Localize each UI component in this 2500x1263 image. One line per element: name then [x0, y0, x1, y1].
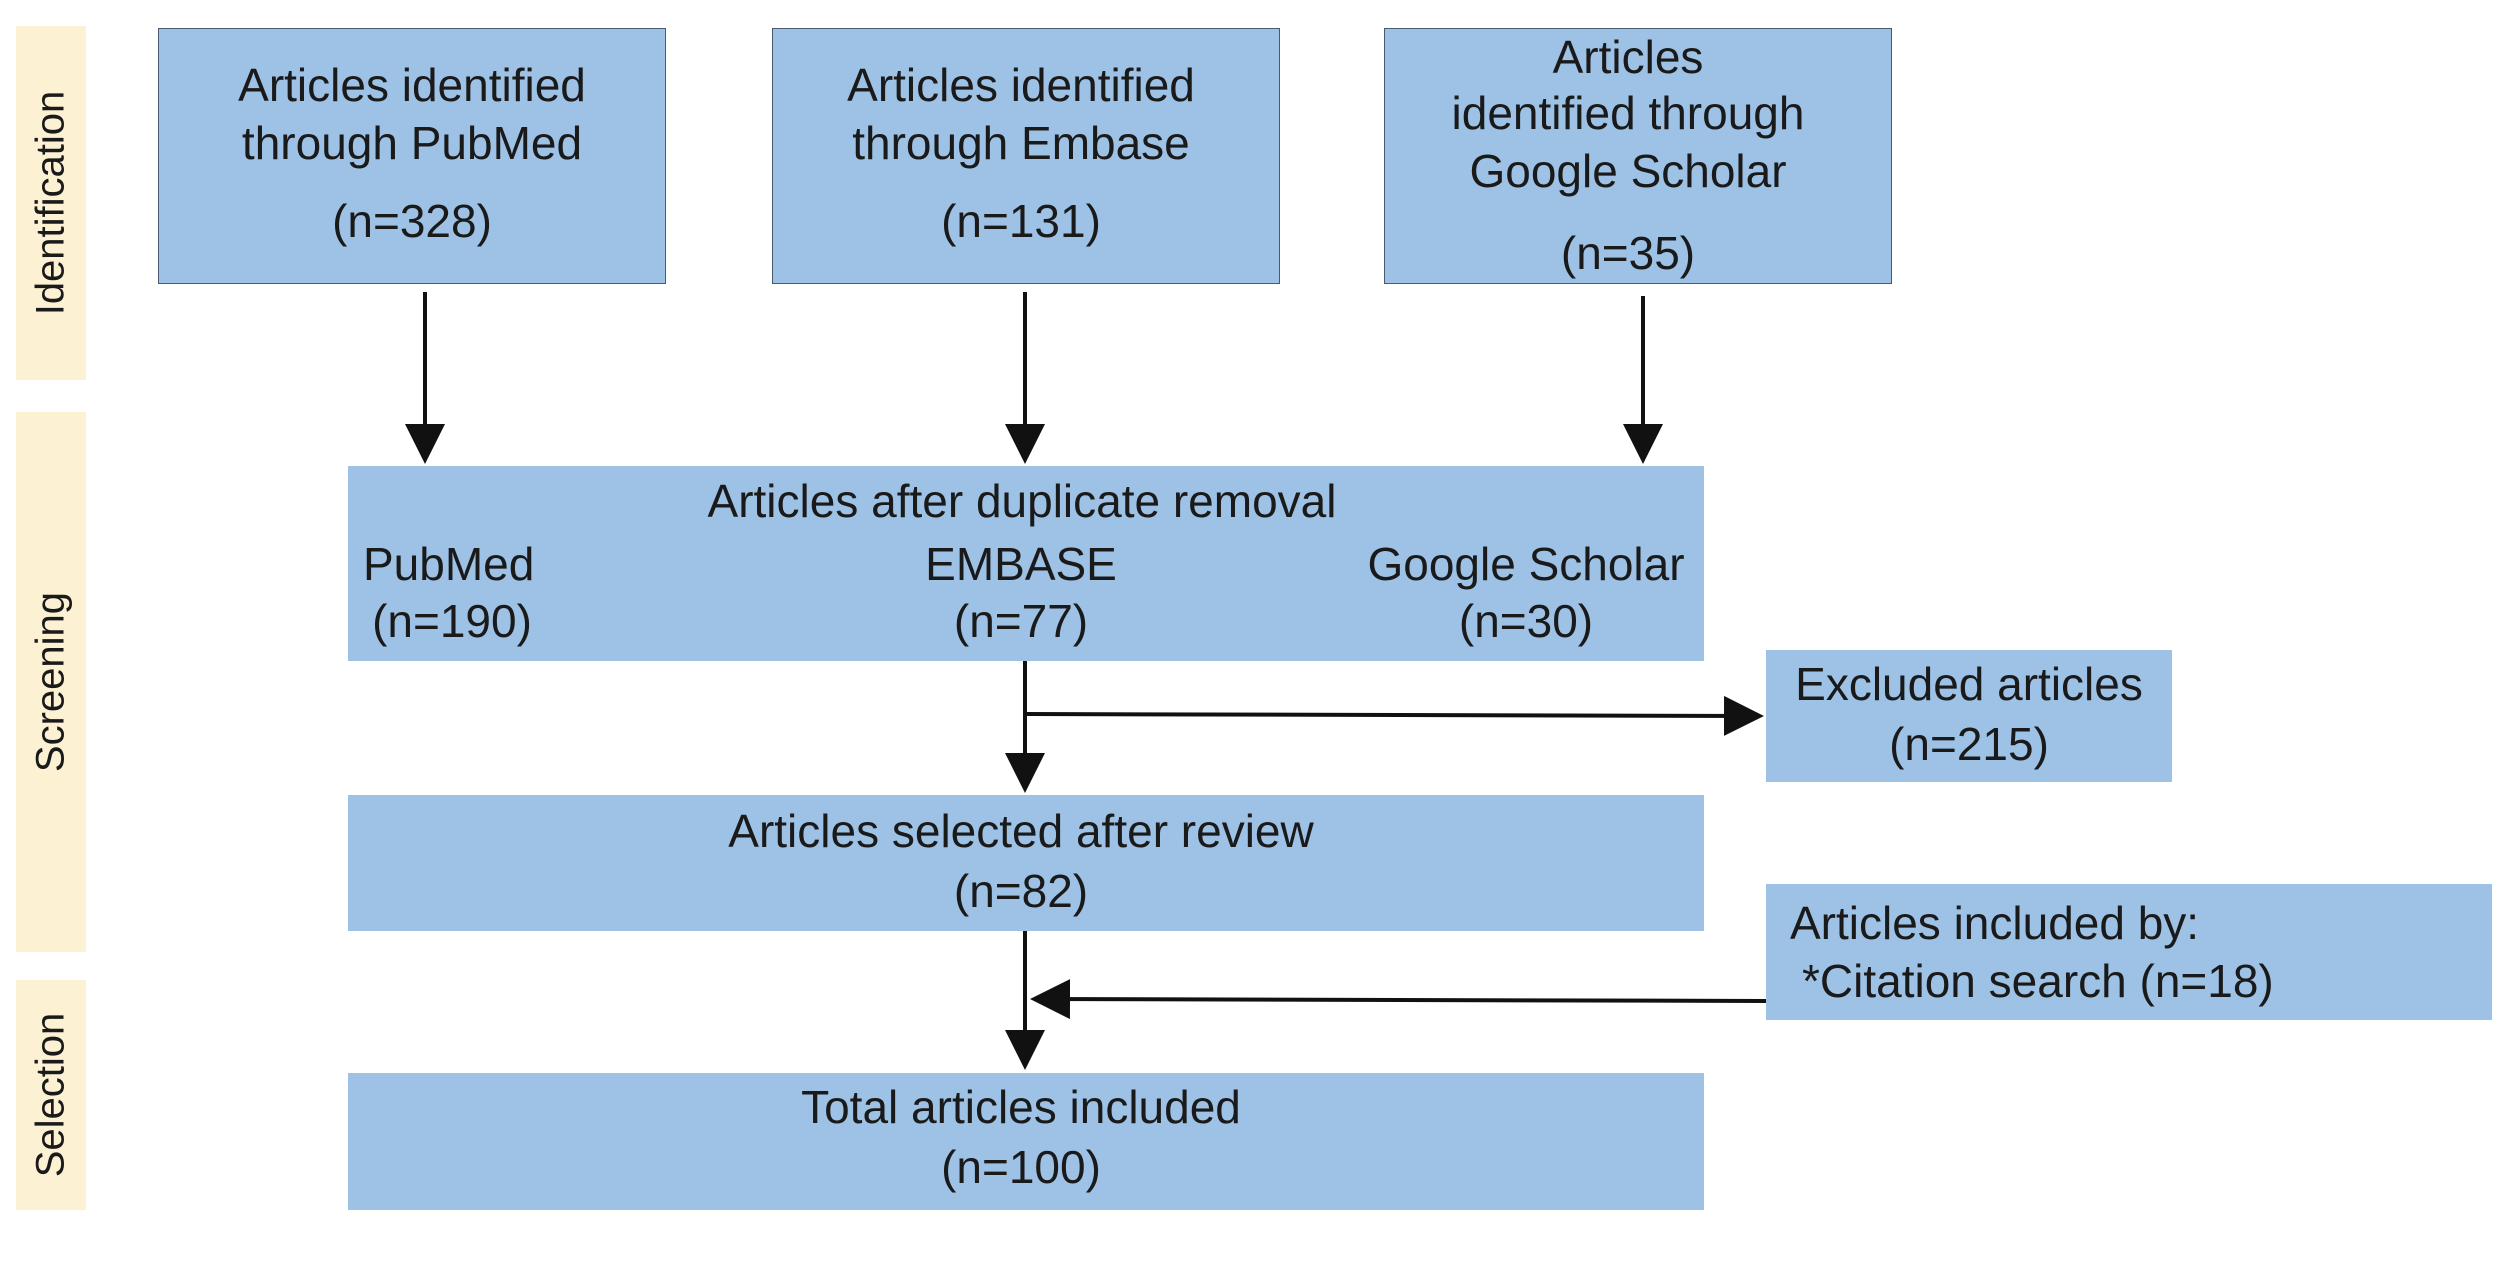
dedup-embase-count: (n=77) [953, 595, 1089, 647]
phase-screening: Screening [16, 412, 86, 952]
phase-selection: Selection [16, 980, 86, 1210]
embase-line2: through Embase [852, 117, 1190, 169]
pubmed-line2: through PubMed [241, 117, 583, 169]
embase-count: (n=131) [941, 195, 1101, 247]
total-title: Total articles included [801, 1081, 1241, 1133]
embase-box [772, 28, 1280, 284]
embase-line1: Articles identified [847, 59, 1195, 111]
selected-box [348, 795, 1704, 931]
dedup-box [348, 466, 1704, 661]
scholar-line3: Google Scholar [1469, 145, 1787, 197]
pubmed-box [158, 28, 666, 284]
pubmed-count: (n=328) [332, 195, 492, 247]
scholar-count: (n=35) [1560, 227, 1696, 279]
dedup-scholar-count: (n=30) [1458, 595, 1594, 647]
total-count: (n=100) [941, 1141, 1101, 1193]
dedup-pubmed-count: (n=190) [372, 595, 532, 647]
scholar-line2: identified through [1451, 87, 1805, 139]
included-by-box [1766, 884, 2492, 1020]
arrow-citation-to-flow [1030, 979, 1767, 1020]
dedup-embase-label: EMBASE [925, 538, 1117, 590]
included-by-item: *Citation search (n=18) [1802, 955, 2274, 1007]
dedup-pubmed-label: PubMed [363, 538, 535, 590]
arrow-to-excluded [1024, 695, 1764, 736]
excluded-box [1766, 650, 2172, 782]
included-by-title: Articles included by: [1790, 897, 2200, 949]
selected-count: (n=82) [953, 865, 1089, 917]
dedup-scholar-label: Google Scholar [1367, 538, 1685, 590]
total-box [348, 1073, 1704, 1210]
scholar-line1: Articles [1552, 31, 1704, 83]
phase-identification: Identification [16, 26, 86, 380]
excluded-count: (n=215) [1889, 718, 2049, 770]
selected-title: Articles selected after review [728, 805, 1314, 857]
excluded-title: Excluded articles [1795, 658, 2143, 710]
dedup-title: Articles after duplicate removal [707, 475, 1337, 527]
pubmed-line1: Articles identified [238, 59, 586, 111]
scholar-box [1384, 28, 1892, 284]
